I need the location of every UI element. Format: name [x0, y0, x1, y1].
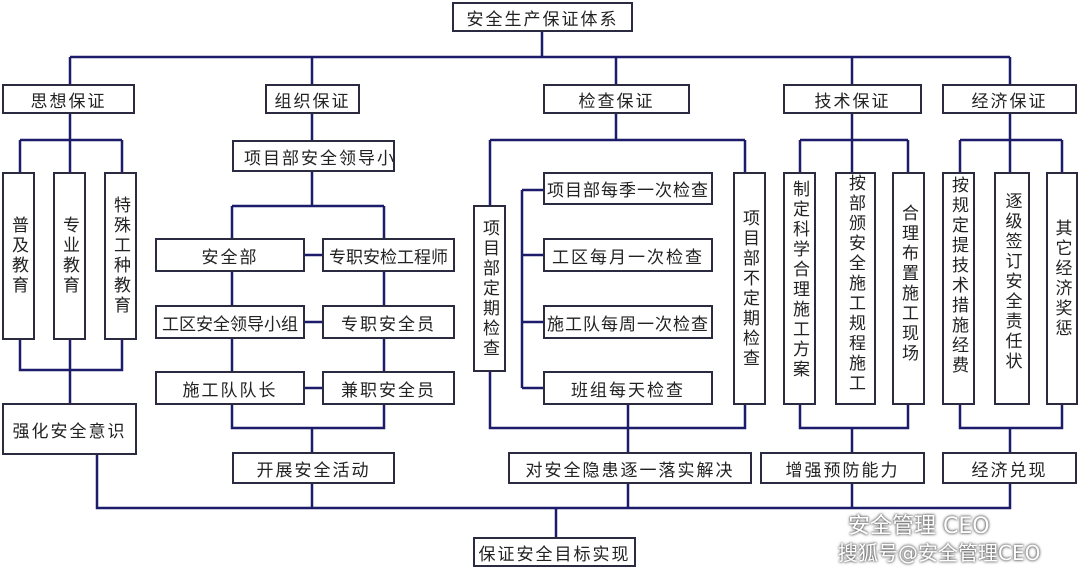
check-periodic: 项目部定期检查: [473, 205, 506, 372]
org-right: 专职安全员: [322, 305, 455, 339]
org-result: 开展安全活动: [232, 452, 395, 484]
thought-item: 特殊工种教育: [104, 172, 137, 340]
category-inspection: 检查保证: [543, 84, 690, 114]
check-item: 班组每天检查: [543, 371, 713, 405]
category-thought: 思想保证: [2, 84, 135, 114]
econ-result: 经济兑现: [942, 452, 1077, 484]
econ-item: 逐级签订安全责任状: [994, 172, 1030, 405]
category-economy: 经济保证: [942, 84, 1077, 114]
check-item: 工区每月一次检查: [543, 238, 713, 272]
check-item: 施工队每周一次检查: [543, 305, 713, 339]
thought-result: 强化安全意识: [2, 403, 137, 455]
check-item: 项目部每季一次检查: [543, 172, 713, 205]
title-box: 安全生产保证体系: [452, 2, 633, 32]
thought-item: 专业教育: [53, 172, 86, 340]
check-result: 对安全隐患逐一落实解决: [508, 452, 752, 484]
org-right: 兼职安全员: [322, 371, 455, 405]
org-right: 专职安检工程师: [322, 238, 455, 272]
watermark-sohu: 搜狐号@安全管理CEO: [838, 541, 1041, 565]
watermark-wechat: 安全管理 CEO: [848, 514, 990, 539]
category-organization: 组织保证: [265, 84, 360, 114]
org-left: 安全部: [155, 238, 305, 272]
org-left: 施工队队长: [155, 371, 305, 405]
check-irregular: 项目部不定期检查: [733, 172, 766, 405]
thought-item: 普及教育: [2, 172, 35, 340]
org-left: 工区安全领导小组: [155, 305, 305, 339]
econ-item: 按规定提技术措施经费: [942, 172, 975, 405]
tech-item: 按部颁安全施工规程施工: [835, 172, 876, 405]
econ-item: 其它经济奖惩: [1046, 172, 1078, 405]
org-top: 项目部安全领导小组: [232, 140, 395, 172]
tech-item: 制定科学合理施工方案: [783, 172, 816, 405]
tech-result: 增强预防能力: [760, 452, 925, 484]
tech-item: 合理布置施工现场: [892, 172, 925, 405]
category-technology: 技术保证: [783, 84, 922, 114]
goal-box: 保证安全目标实现: [473, 537, 636, 567]
